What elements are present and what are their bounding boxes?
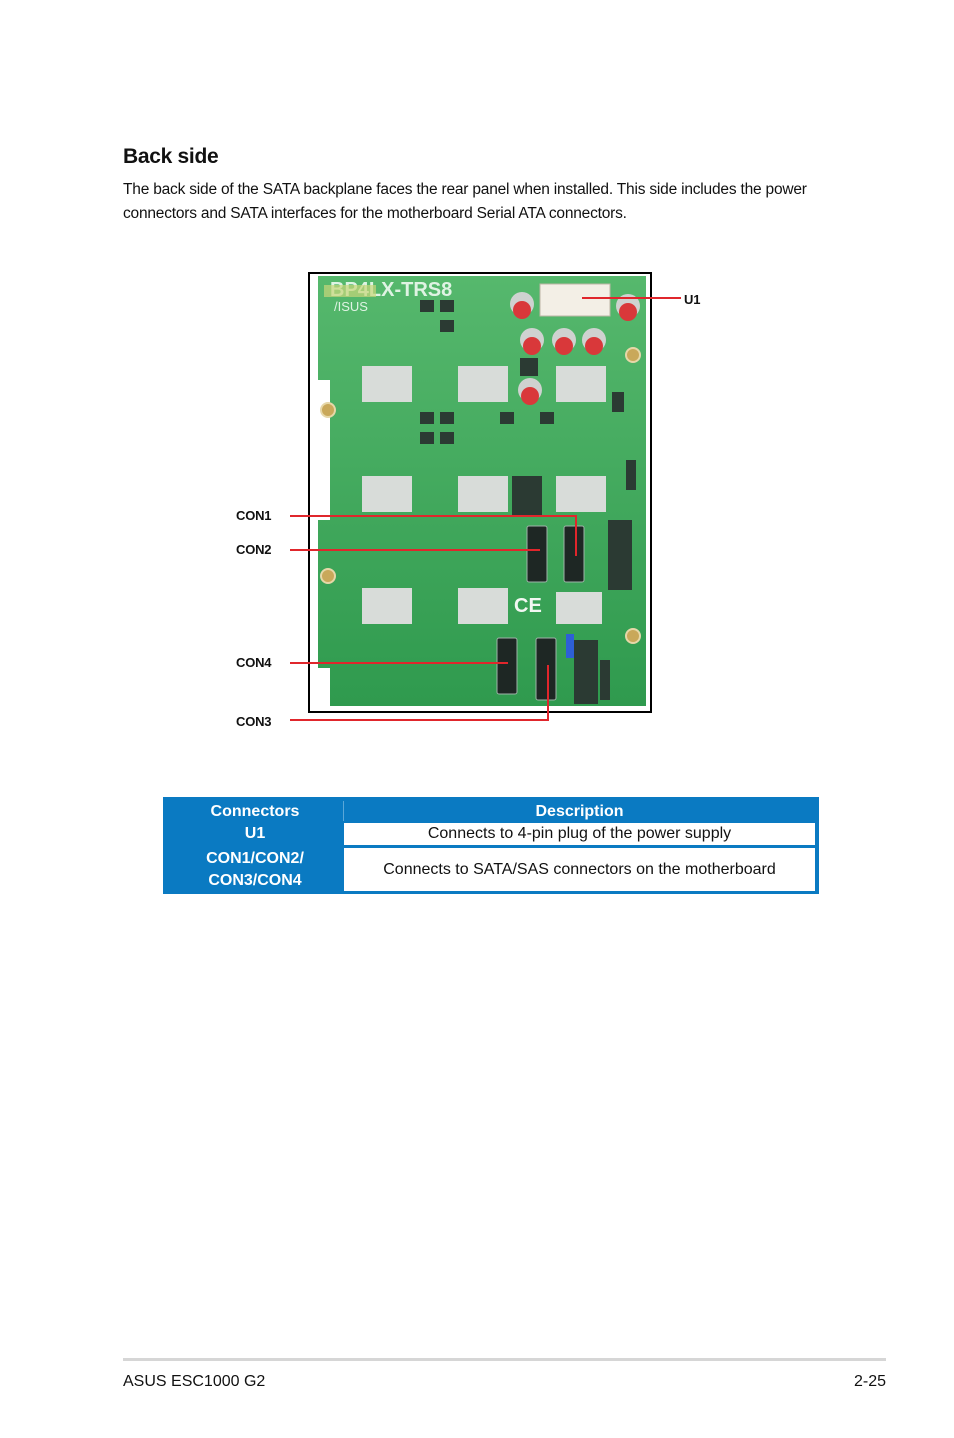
capacitor-group [510, 292, 640, 405]
figure-frame [308, 272, 652, 713]
sata-pad-group [362, 366, 606, 624]
barcode-label [324, 285, 376, 297]
callout-line-group [290, 297, 681, 721]
blue-jumper [566, 634, 574, 658]
callout-con2: CON2 [236, 542, 272, 557]
mounting-hole-group [320, 347, 641, 644]
table-header-description: Description [535, 803, 624, 820]
footer-rule [123, 1358, 886, 1361]
callout-u1: U1 [684, 292, 701, 307]
table-row-con-connector: CON1/CON2/ CON3/CON4 [167, 848, 343, 890]
table-row-con-description: Connects to SATA/SAS connectors on the m… [344, 848, 815, 891]
ic-chip-group [420, 300, 636, 704]
backplane-illustration: BP4LX-TRS8 /ISUS [290, 272, 681, 721]
table-row-u1-connector: U1 [244, 825, 266, 842]
table-header-divider [343, 801, 344, 821]
connectors-table: Connectors Description U1 Connects to 4-… [163, 797, 819, 894]
table-header-connectors: Connectors [210, 803, 300, 820]
u1-power-connector [539, 283, 611, 317]
board-silkscreen-text: BP4LX-TRS8 [330, 279, 452, 301]
footer-page-number: 2-25 [853, 1373, 886, 1390]
backplane-figure: BP4LX-TRS8 /ISUS [236, 272, 701, 729]
footer-product-name: ASUS ESC1000 G2 [123, 1373, 266, 1390]
table-row-con-connector-line1: CON1/CON2/ [206, 850, 304, 867]
section-title: Back side [123, 145, 219, 168]
ce-mark-text: CE [514, 595, 542, 617]
table-row-con-connector-line2: CON3/CON4 [208, 872, 302, 889]
intro-paragraph: The back side of the SATA backplane face… [123, 181, 807, 222]
pcb-board [318, 276, 646, 706]
callout-con3: CON3 [236, 714, 272, 729]
board-logo-text: /ISUS [334, 299, 368, 314]
callout-con4: CON4 [236, 655, 272, 670]
table-row-u1-description: Connects to 4-pin plug of the power supp… [344, 823, 815, 845]
sata-connector-group [496, 525, 585, 701]
callout-con1: CON1 [236, 508, 272, 523]
